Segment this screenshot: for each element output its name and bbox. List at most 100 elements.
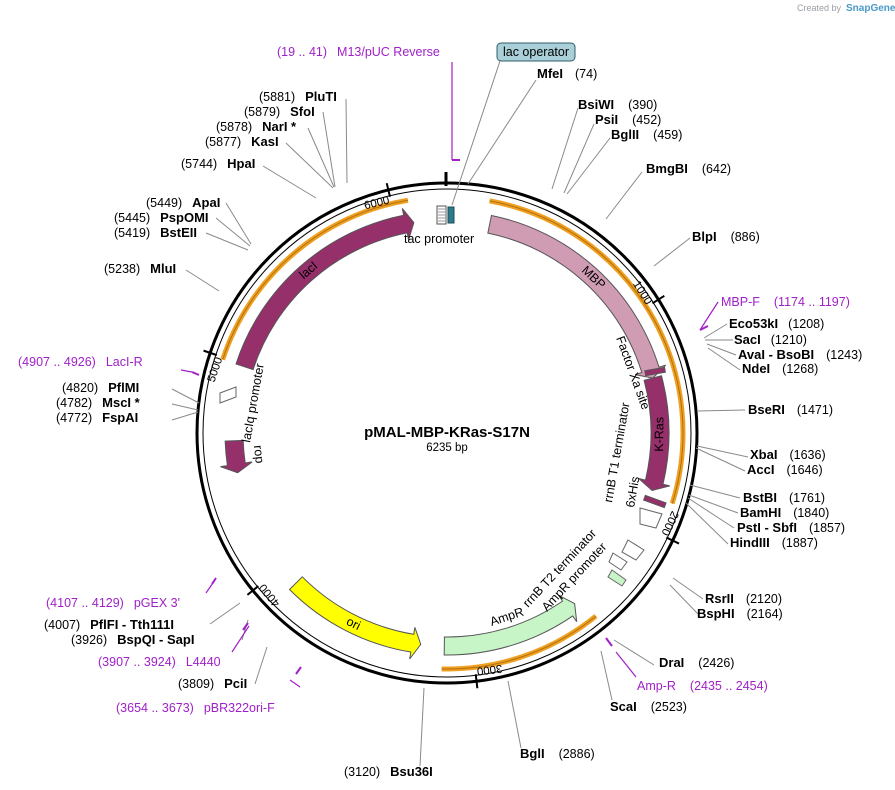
- feature-arrow-rop: [220, 439, 253, 474]
- enzyme-label-pluti: (5881)PluTI: [259, 89, 337, 104]
- enzyme-pos-avai-bsobi: (1243): [826, 348, 862, 362]
- enzyme-label-bmgbi: BmgBI(642): [646, 161, 731, 176]
- plasmid-size: 6235 bp: [426, 442, 468, 454]
- enzyme-pos-hpai: (5744): [181, 157, 217, 171]
- primer-name-mbp-f: MBP-F: [721, 295, 760, 309]
- enzyme-name-saci: SacI: [734, 332, 761, 347]
- enzyme-pos-bamhi: (1840): [793, 506, 829, 520]
- enzyme-label-nari: (5878) NarI *: [216, 119, 297, 134]
- enzyme-name-pflmi: PflMI: [108, 380, 139, 395]
- tick-label-1000: 1000: [630, 279, 654, 307]
- enzyme-name-avai-bsobi: AvaI - BsoBI: [738, 347, 814, 362]
- tac-promoter-glyph: [436, 205, 455, 225]
- primer-label-laci-r: (4907 .. 4926)LacI-R: [18, 355, 143, 369]
- lac-operator-leader: [451, 60, 501, 206]
- enzyme-label-bsiwi: BsiWI(390): [578, 97, 657, 112]
- enzyme-label-hindiii: HindIII (1887): [730, 535, 818, 550]
- orange-arc-core-2: [441, 615, 597, 670]
- primer-label-mbp-f: MBP-F (1174 .. 1197): [721, 295, 850, 309]
- feature-label-rop: rop: [251, 444, 267, 464]
- enzyme-label-rsrii: RsrII(2120): [705, 591, 782, 606]
- factor-xa-glyph: [644, 366, 666, 377]
- enzyme-pos-bspqi-sapi: (3926): [71, 633, 107, 647]
- enzyme-name-scai: ScaI: [610, 699, 637, 714]
- enzyme-pos-bgli: (2886): [559, 747, 595, 761]
- enzyme-label-bsu36i: (3120)Bsu36I: [344, 764, 433, 779]
- enzyme-name-bsteii: BstEII: [160, 225, 197, 240]
- enzyme-pos-bsiwi: (390): [628, 98, 657, 112]
- ampr-promoter-glyph: [607, 569, 627, 587]
- enzyme-name-nari: NarI *: [262, 119, 297, 134]
- his6-box: [642, 494, 667, 509]
- enzyme-pos-scai: (2523): [651, 700, 687, 714]
- enzyme-label-xbai: XbaI(1636): [750, 447, 826, 462]
- primer-labels: (19 .. 41)M13/pUC Reverse MBP-F(1174 .. …: [18, 45, 850, 715]
- enzyme-pos-blpi: (886): [731, 230, 760, 244]
- enzyme-name-fspai: FspAI: [102, 410, 138, 425]
- enzyme-pos-mlui: (5238): [104, 262, 140, 276]
- enzyme-label-apai: (5449) ApaI: [146, 195, 220, 210]
- enzyme-pos-rsrii: (2120): [746, 592, 782, 606]
- orange-ORF-arcs: [220, 197, 686, 672]
- enzyme-label-bstbi: BstBI(1761): [743, 490, 825, 505]
- enzyme-pos-hindiii: (1887): [782, 536, 818, 550]
- enzyme-name-bglii: BglII: [611, 127, 639, 142]
- tick-label-6000: 6000: [363, 195, 391, 213]
- watermark-brand: SnapGene: [846, 3, 895, 14]
- enzyme-pos-kasi: (5877): [205, 135, 241, 149]
- enzyme-label-drai: DraI(2426): [659, 655, 734, 670]
- enzyme-name-eco53ki: Eco53kI: [729, 316, 778, 331]
- enzyme-name-bseri: BseRI: [748, 402, 785, 417]
- enzyme-label-pflfi-tth111i: (4007)PflFI - Tth111I: [44, 617, 174, 632]
- feature-label-ori: ori: [344, 614, 363, 633]
- primer-range-mbp-f: (1174 .. 1197): [774, 295, 850, 309]
- enzyme-pos-ndei: (1268): [782, 362, 818, 376]
- enzyme-pos-nari: (5878): [216, 120, 252, 134]
- enzyme-name-pspomi: PspOMI: [160, 210, 208, 225]
- enzyme-pos-bstbi: (1761): [789, 491, 825, 505]
- rrnb-t1-terminator-glyph: [639, 507, 663, 529]
- enzyme-name-apai: ApaI: [192, 195, 220, 210]
- t2-terminator-glyph-2: [608, 552, 628, 571]
- enzyme-name-pluti: PluTI: [305, 89, 337, 104]
- enzyme-label-eco53ki: Eco53kI(1208): [729, 316, 824, 331]
- primer-name-l4440: L4440: [186, 655, 221, 669]
- enzyme-label-bgli: BglI(2886): [520, 746, 595, 761]
- enzyme-label-sfoi: (5879)SfoI: [244, 104, 315, 119]
- leader-lines: [171, 79, 749, 767]
- enzyme-label-scai: ScaI (2523): [610, 699, 687, 714]
- enzyme-pos-pflmi: (4820): [62, 381, 98, 395]
- orange-arc-core-0: [222, 199, 409, 360]
- left-enzyme-labels: (3120)Bsu36I (3809)PciI (3926)BspQI - Sa…: [44, 89, 433, 779]
- enzyme-label-bspqi-sapi: (3926)BspQI - SapI: [71, 632, 194, 647]
- enzyme-pos-bsu36i: (3120): [344, 765, 380, 779]
- enzyme-name-sfoi: SfoI: [290, 104, 315, 119]
- laciq-promoter-label: lacIq promoter: [239, 362, 267, 443]
- enzyme-name-blpi: BlpI: [692, 229, 717, 244]
- enzyme-label-fspai: (4772)FspAI: [56, 410, 138, 425]
- enzyme-label-pcii: (3809)PciI: [178, 676, 247, 691]
- enzyme-pos-saci: (1210): [771, 333, 807, 347]
- enzyme-label-kasi: (5877)KasI: [205, 134, 279, 149]
- backbone-inner-circle: [202, 188, 692, 678]
- enzyme-pos-apai: (5449): [146, 196, 182, 210]
- feature-label-k-ras: K-Ras: [652, 417, 666, 452]
- enzyme-name-bmgbi: BmgBI: [646, 161, 688, 176]
- enzyme-label-bsphi: BspHI(2164): [697, 606, 783, 621]
- enzyme-pos-acci: (1646): [786, 463, 822, 477]
- tick-label-4000: 4000: [257, 581, 282, 608]
- primer-range-amp-r: (2435 .. 2454): [690, 679, 768, 693]
- enzyme-label-psti-sbfi: PstI - SbfI(1857): [737, 520, 845, 535]
- feature-arrow-ori: [288, 576, 422, 660]
- primer-marks: [191, 159, 709, 675]
- enzyme-label-bseri: BseRI(1471): [748, 402, 833, 417]
- enzyme-label-acci: AccI(1646): [747, 462, 823, 477]
- primer-range-pgex-3: (4107 .. 4129): [46, 596, 124, 610]
- primer-name-pgex-3: pGEX 3': [134, 596, 180, 610]
- enzyme-pos-pflfi-tth111i: (4007): [44, 618, 80, 632]
- enzyme-label-pspomi: (5445)PspOMI: [114, 210, 209, 225]
- primer-range-pbr322ori-f: (3654 .. 3673): [116, 701, 194, 715]
- enzyme-name-hindiii: HindIII: [730, 535, 770, 550]
- enzyme-pos-bsphi: (2164): [747, 607, 783, 621]
- enzyme-pos-mfei: (74): [575, 67, 597, 81]
